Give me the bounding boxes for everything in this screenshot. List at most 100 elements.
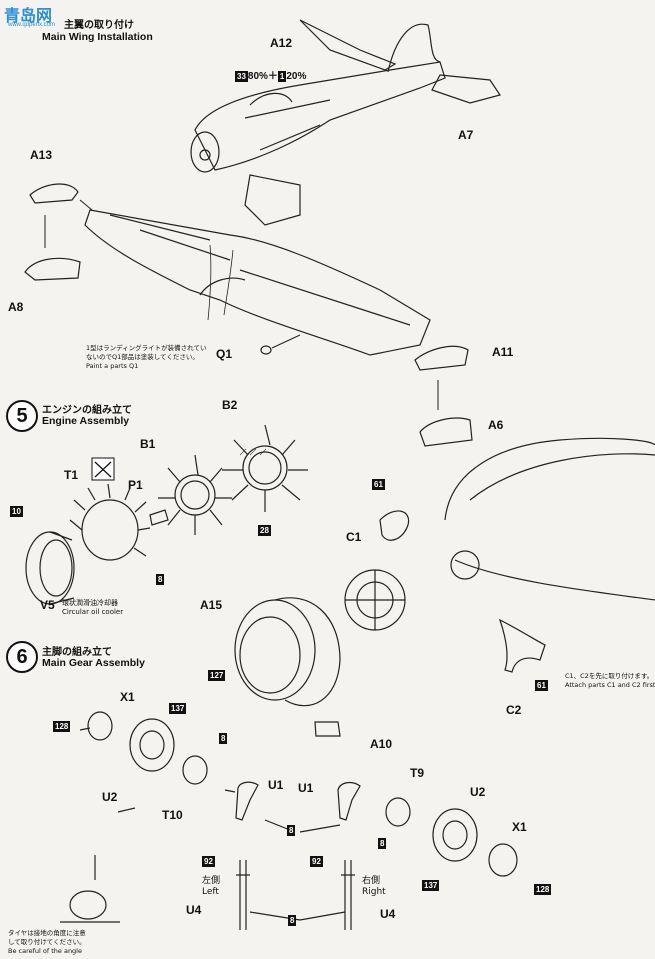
paint-badge-128a: 128: [53, 721, 71, 732]
hub-x1-right-drawing: [488, 843, 518, 877]
part-label-t10: T10: [162, 808, 183, 822]
watermark-logo: 青岛网: [4, 6, 53, 25]
tire-note-en: Be careful of the angle: [8, 947, 82, 955]
cowl-a15-drawing: [234, 597, 341, 707]
paint-badge-92b: 92: [310, 856, 323, 867]
part-label-t9: T9: [410, 766, 425, 780]
c-note-jp: C1、C2を先に取り付けます。: [565, 672, 654, 680]
part-label-u4-left: U4: [186, 903, 202, 917]
part-label-a11: A11: [492, 345, 514, 359]
part-label-b1: B1: [140, 437, 156, 451]
nose-assembly-drawing: [344, 437, 655, 673]
part-label-x1-left: X1: [120, 690, 135, 704]
step4-title-jp: 主翼の取り付け: [64, 20, 134, 31]
step5-title-en: Engine Assembly: [42, 415, 130, 427]
step5-title-jp: エンジンの組み立て: [42, 405, 132, 416]
q1-note-jp2: ないのでQ1部品は塗装してください。: [86, 353, 199, 361]
paint-badge-61b: 61: [535, 680, 548, 691]
wingtip-a13-drawing: [29, 183, 79, 204]
strut-u1-right-drawing: [337, 781, 361, 821]
part-label-a15: A15: [200, 598, 223, 612]
tire-u2-right-drawing: [432, 808, 478, 862]
q1-note-en: Paint a parts Q1: [86, 362, 139, 370]
c-note: C1、C2を先に取り付けます。 Attach parts C1 and C2 f…: [565, 672, 655, 690]
wingtip-a6-drawing: [419, 417, 473, 447]
part-label-a13: A13: [30, 148, 53, 162]
fuselage-drawing: [190, 61, 446, 173]
part-label-b2: B2: [222, 398, 238, 412]
part-label-u1-left: U1: [268, 778, 284, 792]
engine-b1-drawing: [158, 454, 232, 535]
right-side-jp: 右側: [362, 876, 381, 886]
part-label-v5: V5: [40, 598, 55, 612]
v5-note-jp: 環状潤滑油冷却器: [62, 599, 118, 607]
part-c2-drawing: [498, 618, 546, 673]
part-p1-drawing: [149, 509, 169, 526]
watermark-url: www.qdpenx.com: [8, 22, 56, 28]
tire-note-jp2: して取り付けてください。: [8, 938, 86, 946]
paint-badge-8b: 8: [219, 733, 228, 744]
paint-ratio-text-1: 80%＋: [247, 71, 278, 82]
right-side-en: Right: [362, 887, 386, 897]
paint-badge-137b: 137: [422, 880, 440, 891]
wingtip-a8-drawing: [24, 257, 81, 281]
paint-badge-8c: 8: [287, 825, 296, 836]
part-label-a10: A10: [370, 737, 393, 751]
part-label-x1-right: X1: [512, 820, 527, 834]
paint-badge-127: 127: [208, 670, 226, 681]
part-c1-drawing: [379, 510, 410, 541]
tire-angle-drawing: [69, 890, 107, 920]
engine-b2-drawing: [222, 424, 308, 512]
part-label-p1: P1: [128, 478, 143, 492]
wing-spar-drawing: [244, 174, 301, 226]
paint-badge-28: 28: [258, 525, 271, 536]
paint-badge-8d: 8: [378, 838, 387, 849]
paint-badge-92a: 92: [202, 856, 215, 867]
part-label-u1-right: U1: [298, 781, 314, 795]
part-label-a6: A6: [488, 418, 504, 432]
tire-u2-left-drawing: [129, 718, 175, 772]
q1-note-jp1: 1型はランディングライトが装備されてい: [86, 344, 207, 352]
v5-note: 環状潤滑油冷却器 Circular oil cooler: [62, 599, 123, 617]
wingtip-a11-drawing: [414, 345, 469, 371]
step6-title-jp: 主脚の組み立て: [42, 647, 112, 658]
strut-u1-left-drawing: [235, 781, 259, 821]
q1-note: 1型はランディングライトが装備されてい ないのでQ1部品は塗装してください。 P…: [86, 344, 207, 371]
paint-code-1: 33: [235, 71, 248, 82]
part-label-t1: T1: [64, 468, 79, 482]
hub-t9-drawing: [385, 797, 411, 827]
strut-u4-left-drawing: [236, 860, 250, 930]
main-wing-drawing: [84, 209, 431, 356]
no-glue-symbol: [91, 457, 115, 481]
paint-badge-8e: 8: [288, 915, 297, 926]
left-side-label: 左側 Left: [202, 876, 220, 898]
tail-fin-drawing: [299, 19, 501, 104]
c-note-en: Attach parts C1 and C2 first: [565, 681, 655, 689]
part-label-a8: A8: [8, 300, 24, 314]
paint-code-2: 1: [277, 71, 287, 82]
hub-x1-left-drawing: [87, 711, 113, 741]
right-side-label: 右側 Right: [362, 876, 386, 898]
left-side-jp: 左側: [202, 876, 221, 886]
tire-angle-note: タイヤは接地の角度に注意 して取り付けてください。 Be careful of …: [8, 929, 86, 956]
paint-badge-137a: 137: [169, 703, 187, 714]
part-label-u2-right: U2: [470, 785, 486, 799]
paint-badge-61a: 61: [372, 479, 385, 490]
step6-number: 6: [6, 641, 38, 673]
part-label-c2: C2: [506, 703, 522, 717]
paint-badge-10: 10: [10, 506, 23, 517]
paint-ratio-text-2: 20%: [286, 71, 307, 82]
paint-badge-128b: 128: [534, 884, 552, 895]
part-label-u4-right: U4: [380, 907, 396, 921]
paint-badge-8a: 8: [156, 574, 165, 585]
step5-number: 5: [6, 400, 38, 432]
left-side-en: Left: [202, 887, 219, 897]
part-a10-drawing: [314, 721, 341, 737]
oil-cooler-t1-drawing: [69, 483, 151, 561]
step4-title-en: Main Wing Installation: [42, 31, 153, 43]
tire-note-jp: タイヤは接地の角度に注意: [8, 929, 86, 937]
part-label-c1: C1: [346, 530, 362, 544]
